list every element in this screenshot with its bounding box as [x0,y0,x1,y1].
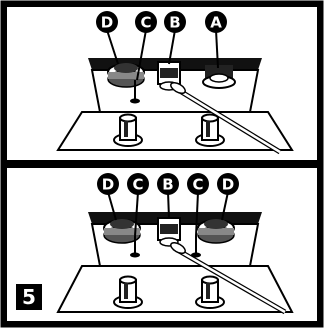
bottom-block-b [157,217,181,247]
top-marker-a-label: A [210,14,222,32]
top-cleaning-swab [170,81,282,155]
bottom-base-plate [56,265,294,313]
top-markers: D C B A [96,11,227,33]
top-spool-a [202,65,236,89]
bottom-cleaning-swab [170,241,287,315]
bottom-marker-d-right-label: D [222,176,234,194]
top-pin-c [130,80,140,104]
bottom-marker-c-left: C [127,173,149,195]
bottom-leader-lines [107,191,229,237]
bottom-marker-d-right: D [217,173,239,195]
step-number: 5 [22,285,36,309]
bottom-pin-c-left [130,236,140,258]
top-base-plate [56,111,294,151]
top-marker-b-label: B [169,14,180,32]
bottom-marker-b-label: B [162,176,173,194]
bottom-marker-c-right: C [187,173,209,195]
bottom-pin-c-right [191,236,201,258]
bottom-spool-d-left [103,219,141,244]
bottom-marker-c-left-label: C [132,176,143,194]
top-marker-b: B [164,11,186,33]
top-marker-c-label: C [140,14,151,32]
top-spool-d [107,63,145,88]
bottom-knob-left [113,275,143,309]
bottom-marker-d-left: D [97,173,119,195]
step-number-badge: 5 [16,284,42,310]
bottom-markers: D C B C D [97,173,239,195]
bottom-knob-right [195,275,225,309]
top-knob-left [113,113,143,147]
top-marker-c: C [135,11,157,33]
top-knob-right [195,113,225,147]
bottom-spool-d-right [197,219,235,244]
bottom-marker-b: B [157,173,179,195]
top-marker-d-label: D [101,14,113,32]
top-marker-d: D [96,11,118,33]
top-panel: D C B A [3,3,321,164]
top-housing-shade [91,69,101,113]
bottom-marker-c-right-label: C [192,176,203,194]
bottom-marker-d-left-label: D [102,176,114,194]
top-marker-a: A [205,11,227,33]
bottom-panel: D C B C D 5 [3,164,321,325]
top-leader-lines [106,29,219,81]
